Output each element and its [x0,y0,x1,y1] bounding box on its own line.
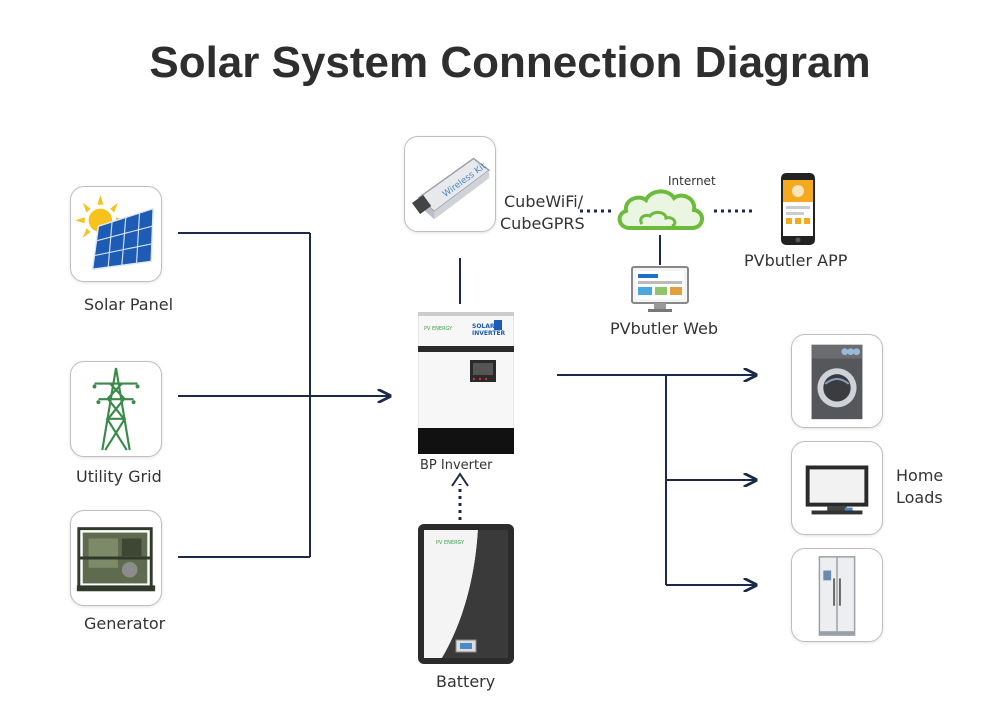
pvbutler-web-monitor [630,265,690,315]
dotted-arrowhead [451,472,469,487]
solar-panel-card [70,186,162,282]
wireless-kit-card: Wireless Kit [404,136,496,232]
battery-label: Battery [436,672,496,691]
inverter-product-1: SOLAR [472,323,495,330]
utility-grid-card [70,361,162,457]
home-loads-line2: Loads [896,488,943,507]
utility-grid-label: Utility Grid [76,467,162,486]
pvbutler-app-label: PVbutler APP [744,251,848,270]
tv-card [791,441,883,535]
washer-card [791,334,883,428]
battery-brand: PV ENERGY [436,540,465,546]
pvbutler-web-label: PVbutler Web [610,319,718,338]
generator-card [70,510,162,606]
cloud-icon [617,189,704,230]
inverter-product-2: INVERTER [472,330,506,337]
television-icon [805,465,869,515]
bp-inverter-label: BP Inverter [420,458,493,473]
smartphone-icon [781,173,815,245]
solar-panel-label: Solar Panel [84,295,174,314]
cube-label-line2: CubeGPRS [500,214,585,233]
battery: PV ENERGY [418,524,514,664]
battery-icon: PV ENERGY [418,524,514,664]
internet-label: Internet [668,174,716,188]
inverter-brand: PV ENERGY [424,326,453,332]
monitor-icon [631,266,689,312]
cube-label-line1: CubeWiFi/ [504,192,584,211]
generator-icon [76,527,156,592]
internet-cloud [612,184,708,238]
transmission-tower-icon [92,367,140,451]
generator-label: Generator [84,614,166,633]
refrigerator-icon [818,556,856,636]
wireless-kit-icon: Wireless Kit [412,157,491,220]
bp-inverter: PV ENERGY SOLAR INVERTER [418,312,514,454]
inverter-icon: PV ENERGY SOLAR INVERTER [418,312,514,454]
solar-panel-icon [74,194,154,271]
pvbutler-app-phone [780,172,816,246]
washing-machine-icon [811,344,863,420]
home-loads-line1: Home [896,466,944,485]
fridge-card [791,548,883,642]
diagram-title: Solar System Connection Diagram [149,38,871,87]
